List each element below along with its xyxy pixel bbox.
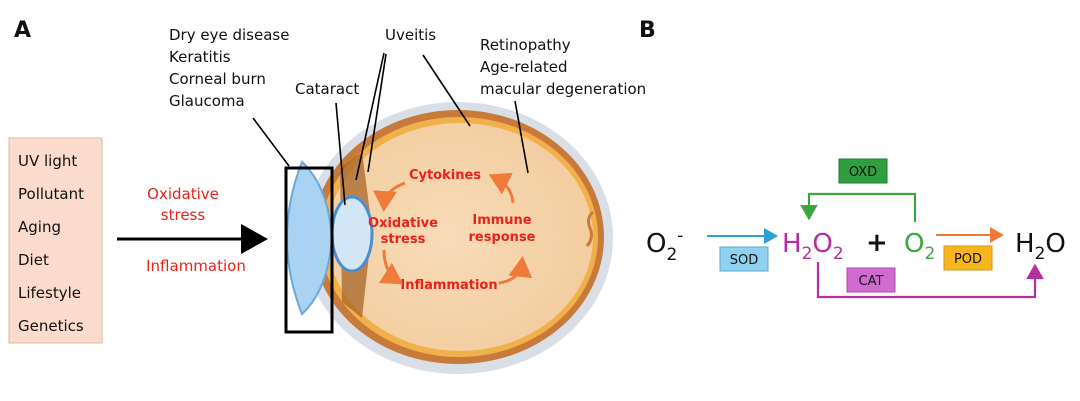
enzyme-box-cat bbox=[846, 267, 896, 293]
disease-glaucoma: Glaucoma bbox=[169, 92, 245, 110]
disease-keratitis: Keratitis bbox=[169, 48, 231, 66]
enzyme-oxd: OXD bbox=[849, 165, 877, 180]
pointer-uveitis-2 bbox=[367, 53, 387, 173]
disease-amd-line2: macular degeneration bbox=[480, 80, 646, 98]
eye-illustration bbox=[284, 102, 613, 374]
causes-box: UV light Pollutant Aging Diet Lifestyle … bbox=[8, 137, 103, 344]
cycle-arrow-bottom-left bbox=[378, 249, 404, 285]
disease-amd-line1: Age-related bbox=[480, 58, 567, 76]
panel-label-b: B bbox=[639, 18, 656, 43]
anterior-segment-box bbox=[284, 166, 334, 334]
cycle-arrow-bottom-right bbox=[498, 256, 533, 285]
cycle-arrow-top-right bbox=[488, 172, 515, 204]
causes-box-background bbox=[8, 137, 103, 344]
species-water: H2O bbox=[1015, 229, 1066, 264]
cause-lifestyle: Lifestyle bbox=[18, 284, 81, 302]
enzyme-box-pod bbox=[943, 245, 993, 271]
plus-sign: + bbox=[866, 228, 888, 258]
pointer-lines bbox=[252, 52, 529, 206]
enzyme-sod: SOD bbox=[730, 253, 759, 268]
lens bbox=[330, 195, 374, 273]
arrow-cat bbox=[816, 262, 1044, 299]
label-oxidative-stress-line2: stress bbox=[161, 206, 206, 224]
disease-retinopathy: Retinopathy bbox=[480, 36, 571, 54]
cycle-oxidative-line2: stress bbox=[381, 232, 426, 247]
species-superoxide: O2- bbox=[646, 226, 683, 265]
pointer-cataract bbox=[335, 102, 346, 206]
enzyme-cat: CAT bbox=[859, 274, 884, 289]
optic-disc bbox=[585, 210, 595, 247]
disease-corneal-burn: Corneal burn bbox=[169, 70, 266, 88]
cycle-immune-line1: Immune bbox=[472, 213, 531, 228]
species-h2o2: H2O2 bbox=[782, 229, 844, 264]
label-inflammation: Inflammation bbox=[146, 257, 246, 275]
eye-vitreous bbox=[327, 123, 593, 351]
cycle-immune-line2: response bbox=[468, 230, 535, 245]
pointer-uveitis-3 bbox=[422, 54, 471, 127]
species-o2: O2 bbox=[904, 229, 935, 264]
label-oxidative-stress-line1: Oxidative bbox=[147, 185, 219, 203]
disease-uveitis: Uveitis bbox=[385, 26, 436, 44]
cycle-arrow-top-left bbox=[372, 181, 406, 212]
cycle-oxidative-line1: Oxidative bbox=[368, 216, 438, 231]
cause-uv-light: UV light bbox=[18, 152, 77, 170]
cause-aging: Aging bbox=[18, 218, 61, 236]
reaction-scheme: O2- SOD H2O2 + O2 OXD POD H2O CAT bbox=[646, 158, 1066, 299]
inflammation-cycle: Cytokines Oxidative stress Immune respon… bbox=[368, 168, 536, 293]
pointer-retina bbox=[514, 100, 529, 174]
cycle-cytokines: Cytokines bbox=[409, 168, 481, 183]
panel-label-a: A bbox=[14, 18, 31, 43]
enzyme-box-oxd bbox=[838, 158, 888, 184]
enzyme-box-sod bbox=[719, 246, 769, 272]
enzyme-pod: POD bbox=[954, 252, 982, 267]
cause-diet: Diet bbox=[18, 251, 49, 269]
cause-pollutant: Pollutant bbox=[18, 185, 84, 203]
disease-dry-eye: Dry eye disease bbox=[169, 26, 289, 44]
pointer-anterior bbox=[252, 117, 290, 167]
arrow-oxd bbox=[800, 192, 917, 222]
cause-genetics: Genetics bbox=[18, 317, 84, 335]
cycle-inflammation: Inflammation bbox=[400, 278, 497, 293]
disease-cataract: Cataract bbox=[295, 80, 359, 98]
pointer-uveitis-1 bbox=[355, 52, 385, 181]
